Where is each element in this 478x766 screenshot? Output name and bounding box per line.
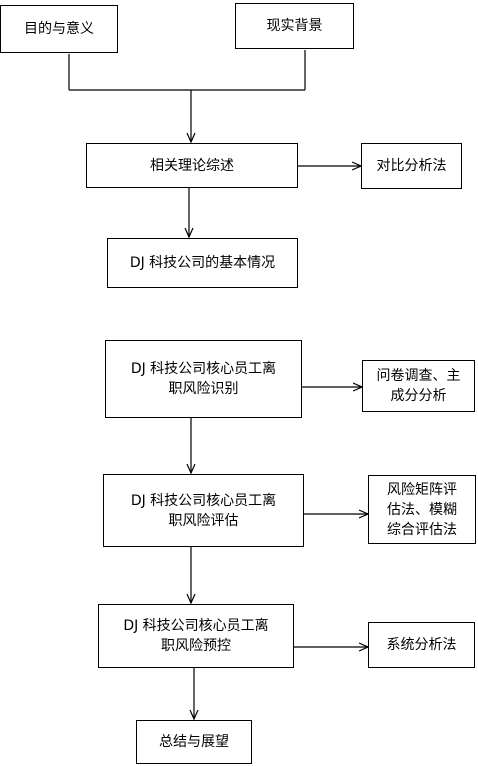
node-survey-label: 问卷调查、主 成分分析: [376, 368, 461, 404]
node-summary: 总结与展望: [136, 720, 252, 764]
node-compare: 对比分析法: [361, 143, 462, 189]
node-survey: 问卷调查、主 成分分析: [362, 360, 475, 412]
node-matrix-label: 风险矩阵评 估法、模糊 综合评估法: [387, 481, 457, 538]
node-background: 现实背景: [235, 3, 354, 49]
node-compare-label: 对比分析法: [376, 158, 447, 174]
node-identify: DJ 科技公司核心员工离 职风险识别: [105, 340, 302, 418]
node-system-label: 系统分析法: [386, 637, 457, 653]
node-background-label: 现实背景: [266, 18, 323, 34]
node-purpose: 目的与意义: [0, 5, 118, 53]
node-evaluate: DJ 科技公司核心员工离 职风险评估: [103, 474, 304, 547]
node-purpose-label: 目的与意义: [24, 21, 94, 37]
node-system: 系统分析法: [368, 622, 475, 668]
node-theory-label: 相关理论综述: [150, 157, 234, 174]
node-company-label: DJ 科技公司的基本情况: [129, 255, 276, 271]
node-summary-label: 总结与展望: [159, 734, 229, 750]
node-evaluate-label: DJ 科技公司核心员工离 职风险评估: [130, 492, 277, 529]
node-company: DJ 科技公司的基本情况: [107, 238, 298, 288]
node-matrix: 风险矩阵评 估法、模糊 综合评估法: [368, 475, 476, 544]
node-identify-label: DJ 科技公司核心员工离 职风险识别: [130, 361, 277, 397]
node-control-label: DJ 科技公司核心员工离 职风险预控: [123, 618, 269, 654]
node-theory: 相关理论综述: [86, 143, 298, 188]
node-control: DJ 科技公司核心员工离 职风险预控: [98, 604, 294, 668]
